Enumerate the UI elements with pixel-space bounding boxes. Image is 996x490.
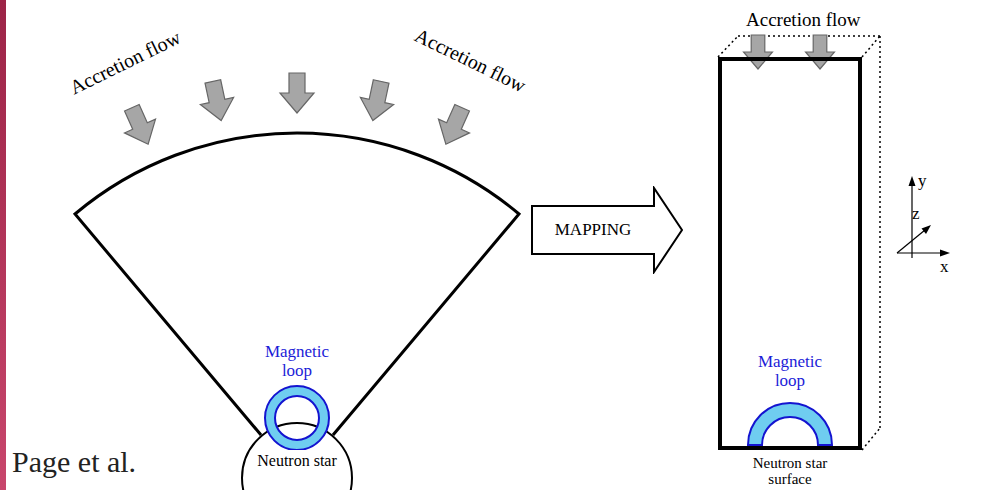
axis-label: y	[918, 171, 927, 191]
magnetic-loop: Magnetic loop	[247, 342, 347, 450]
mapping-label: MAPPING	[555, 220, 632, 240]
flow-arrow	[116, 101, 163, 151]
loop-ring-shape	[265, 386, 329, 450]
flow-arrow	[196, 78, 238, 124]
loop-ring	[247, 384, 347, 450]
flow-arrow-shape	[196, 78, 238, 124]
flow-arrow	[806, 35, 835, 69]
loop-label-wrap: Magnetic loop	[750, 352, 830, 390]
loop-half-ring	[740, 402, 840, 446]
axis-label: z	[912, 204, 920, 224]
mapping-arrow: MAPPING	[530, 186, 684, 274]
dotted-edge	[862, 428, 880, 450]
citation: Page et al.	[12, 444, 136, 479]
mapping-label-wrap: MAPPING	[536, 206, 650, 254]
flow-label: Accretion flow	[411, 23, 529, 97]
x-axis	[897, 252, 942, 253]
flow-label-wrap: Accretion flow	[66, 25, 184, 99]
flow-arrow-shape	[744, 35, 773, 69]
flow-arrow-shape	[430, 101, 477, 151]
z-axis	[897, 230, 925, 253]
loop-half-ring-shape	[748, 403, 832, 445]
flow-arrow-shape	[806, 35, 835, 69]
flow-label-wrap: Accretion flow	[746, 9, 860, 31]
axis-label: x	[940, 257, 949, 277]
axis-label-wrap: y	[918, 171, 927, 191]
dotted-edge	[718, 36, 738, 57]
flow-arrow	[280, 73, 314, 113]
flow-arrow	[430, 101, 477, 151]
flow-label: Accretion flow	[746, 9, 860, 31]
flow-label-wrap: Accretion flow	[411, 23, 529, 97]
surface-label: Neutron star surface	[735, 455, 845, 487]
axis-head	[909, 176, 916, 186]
citation-wrap: Page et al.	[12, 444, 136, 479]
axis-head	[940, 250, 950, 257]
loop-label: Magnetic loop	[257, 342, 337, 380]
star-label-wrap: Neutron star	[257, 452, 337, 470]
flow-arrow	[356, 78, 398, 124]
loop-label: Magnetic loop	[750, 352, 830, 390]
magnetic-loop: Magnetic loop	[740, 352, 840, 446]
box-depth	[718, 36, 880, 450]
dotted-edge	[879, 36, 881, 428]
flow-arrow-shape	[280, 73, 314, 113]
loop-label-wrap: Magnetic loop	[257, 342, 337, 380]
flow-arrow-shape	[116, 101, 163, 151]
surface-label-wrap: Neutron star surface	[735, 455, 845, 487]
flow-label: Accretion flow	[66, 25, 184, 99]
dotted-edge	[862, 36, 880, 57]
star-label: Neutron star	[257, 452, 337, 470]
flow-arrow-shape	[356, 78, 398, 124]
axis-label-wrap: z	[912, 204, 920, 224]
flow-arrow	[744, 35, 773, 69]
axis-label-wrap: x	[940, 257, 949, 277]
simulation-box: Magnetic loopNeutron star surface	[718, 57, 862, 450]
axis-head	[922, 225, 932, 234]
slide-band	[0, 0, 6, 490]
mapping-arrow-shape	[532, 188, 682, 272]
